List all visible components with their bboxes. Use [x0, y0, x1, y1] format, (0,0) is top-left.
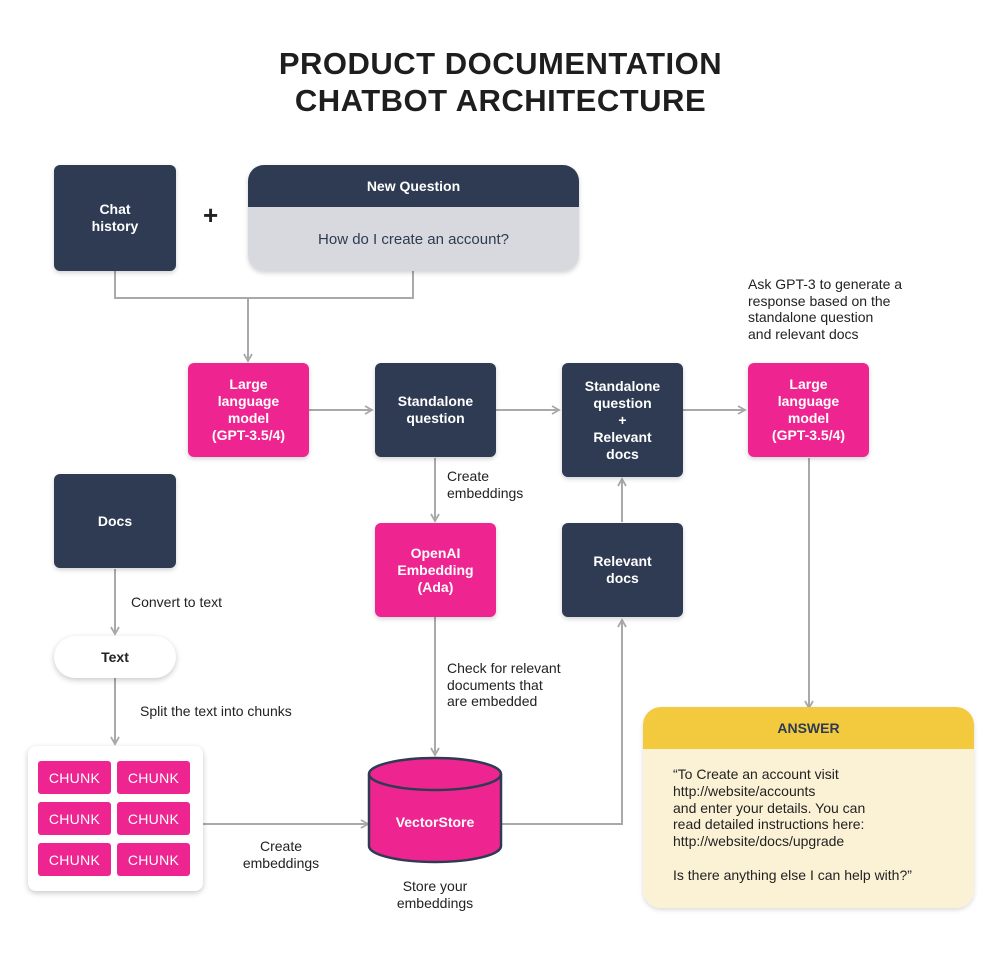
plus-sign: +	[203, 200, 219, 230]
answer-line: http://website/docs/upgrade	[673, 833, 845, 850]
chunk-item: CHUNK	[117, 843, 190, 876]
connector-chat-history-merge	[114, 271, 414, 299]
vectorstore-label: VectorStore	[395, 814, 475, 830]
docs-node: Docs	[54, 474, 176, 568]
answer-line: read detailed instructions here:	[673, 816, 865, 833]
create-embeddings-label-top: Create embeddings	[447, 468, 524, 501]
chunk-item: CHUNK	[117, 761, 190, 794]
chunks-panel: CHUNK CHUNK CHUNK CHUNK CHUNK CHUNK	[28, 746, 203, 891]
split-text-label: Split the text into chunks	[140, 703, 292, 719]
answer-line: and enter your details. You can	[673, 799, 866, 816]
answer-line: http://website/accounts	[673, 782, 816, 799]
answer-header: ANSWER	[643, 707, 974, 749]
openai-embedding-node: OpenAI Embedding (Ada)	[375, 523, 496, 617]
chunk-item: CHUNK	[38, 761, 111, 794]
new-question-card: New Question How do I create an account?	[248, 165, 579, 271]
standalone-plus-docs-node: Standalone question + Relevant docs	[562, 363, 683, 477]
answer-line	[673, 850, 974, 867]
convert-to-text-label: Convert to text	[131, 594, 223, 610]
chunk-item: CHUNK	[38, 843, 111, 876]
answer-line: Is there anything else I can help with?”	[673, 866, 912, 883]
relevant-docs-node: Relevant docs	[562, 523, 683, 617]
create-embeddings-label-bottom: Create embeddings	[242, 838, 320, 871]
llm-node-first: Large language model (GPT-3.5/4)	[188, 363, 309, 457]
answer-body: “To Create an account visit http://websi…	[643, 749, 974, 908]
chat-history-node: Chat history	[54, 165, 176, 271]
standalone-question-node: Standalone question	[375, 363, 496, 457]
chunk-item: CHUNK	[38, 802, 111, 835]
arrow-vectorstore-to-relevant-docs	[501, 618, 627, 825]
chunk-item: CHUNK	[117, 802, 190, 835]
answer-card: ANSWER “To Create an account visit http:…	[643, 707, 974, 908]
ask-gpt-label: Ask GPT-3 to generate a response based o…	[748, 276, 903, 342]
new-question-text: How do I create an account?	[248, 207, 579, 271]
llm-node-second: Large language model (GPT-3.5/4)	[748, 363, 869, 457]
store-embeddings-label: Store your embeddings	[396, 878, 474, 911]
diagram-title-line-2: CHATBOT ARCHITECTURE	[294, 83, 707, 118]
text-node: Text	[54, 636, 176, 678]
answer-line: “To Create an account visit	[673, 766, 839, 782]
diagram-title-line-1: PRODUCT DOCUMENTATION	[278, 46, 723, 81]
check-relevant-label: Check for relevant documents that are em…	[447, 660, 561, 709]
new-question-header: New Question	[248, 165, 579, 207]
vectorstore-cylinder	[367, 756, 503, 864]
